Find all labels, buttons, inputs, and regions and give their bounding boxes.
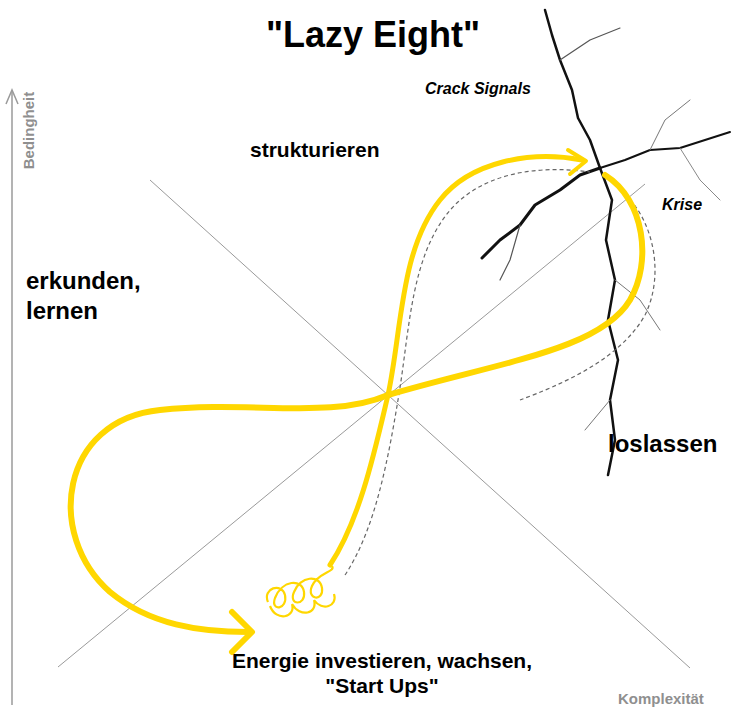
axis-label: Komplexität — [618, 690, 704, 707]
diagonal-line — [58, 184, 645, 667]
axis-label: Bedingheit — [20, 81, 37, 181]
phase-label: strukturieren — [250, 138, 380, 162]
diagram-title: "Lazy Eight" — [0, 14, 746, 56]
lazy-eight-curve — [71, 150, 643, 652]
crack-label: Crack Signals — [425, 80, 531, 98]
phase-label: Energie investieren, wachsen, "Start Ups… — [232, 648, 532, 698]
y-axis-head — [6, 90, 18, 104]
phase-label: erkunden, lernen — [26, 266, 166, 326]
crisis-label: Krise — [662, 196, 702, 214]
crack-lines — [482, 10, 730, 475]
startup-loops — [267, 566, 335, 616]
y-axis — [11, 92, 13, 705]
phase-label: loslassen — [608, 430, 717, 458]
